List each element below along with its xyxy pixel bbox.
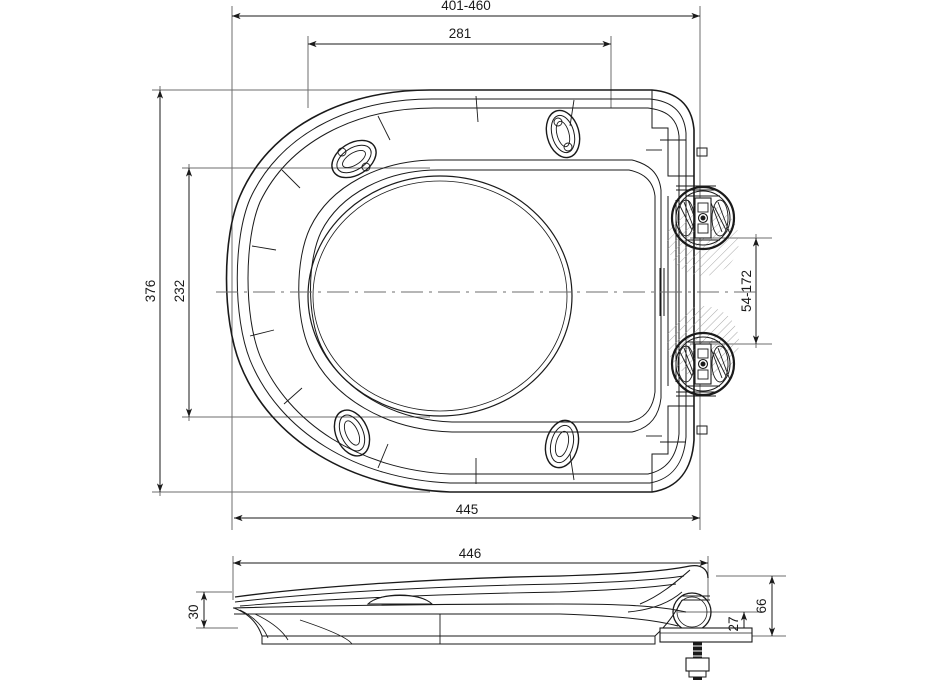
mounting-bolt bbox=[685, 642, 710, 680]
bumper-pad-top-left bbox=[331, 139, 377, 179]
dim-label-side-right-outer: 66 bbox=[754, 598, 769, 613]
bumper-pad-bottom-left bbox=[333, 409, 371, 457]
dim-label-bottom-plan: 445 bbox=[456, 502, 479, 517]
bumper-pad-bottom-right bbox=[544, 419, 580, 469]
plan-dimension-arrows bbox=[156, 12, 760, 522]
plan-view-seat bbox=[225, 89, 716, 493]
hinge-top bbox=[670, 185, 736, 251]
dim-label-side-left: 30 bbox=[186, 604, 201, 619]
bumper-pad-top-right bbox=[545, 109, 581, 159]
dim-label-side-right-inner: 27 bbox=[726, 616, 741, 631]
dim-label-right-outer: 54-172 bbox=[739, 270, 754, 312]
dim-label-top-outer: 401-460 bbox=[441, 0, 491, 13]
dim-label-left-inner: 232 bbox=[172, 280, 187, 303]
dim-label-bottom-side: 446 bbox=[459, 546, 482, 561]
dim-label-left-outer: 376 bbox=[143, 280, 158, 303]
dim-label-top-inner: 281 bbox=[449, 26, 472, 41]
side-dimension-arrows bbox=[200, 559, 776, 636]
side-view-seat bbox=[232, 564, 753, 645]
hinge-bottom bbox=[670, 331, 736, 397]
